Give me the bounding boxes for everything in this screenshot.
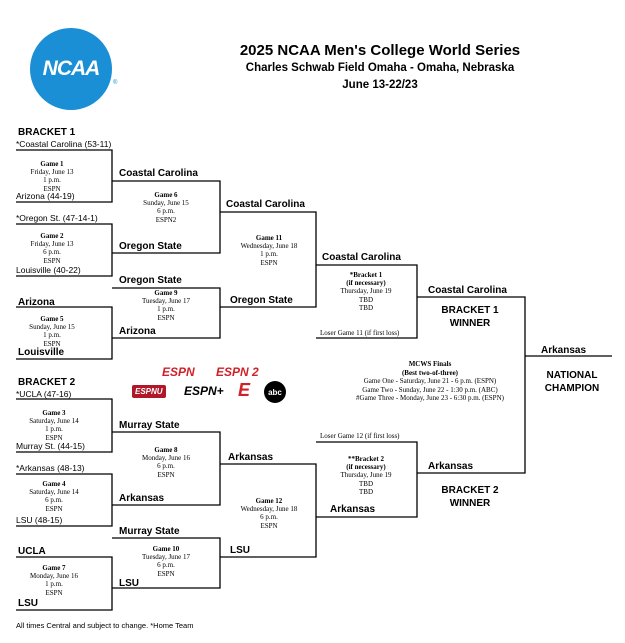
g9-winner: Oregon State xyxy=(230,295,293,306)
g7-team-ucla: UCLA xyxy=(18,546,46,557)
g1-winner: Coastal Carolina xyxy=(119,168,198,179)
g3-loser: Murray State xyxy=(119,526,180,537)
g5-team-louisville: Louisville xyxy=(18,347,65,358)
e-logo: E xyxy=(238,380,251,400)
bracket1-winner-team: Coastal Carolina xyxy=(428,285,507,296)
g3-line xyxy=(16,398,113,453)
g7-line xyxy=(16,556,113,611)
bracket2-winner-team: Arkansas xyxy=(428,461,474,472)
g5-team-arizona: Arizona xyxy=(18,297,55,308)
seed-arkansas: *Arkansas (48-13) xyxy=(16,463,85,473)
espnu-logo: ESPNU xyxy=(132,385,166,398)
g11-line xyxy=(220,211,317,308)
b1final-line xyxy=(316,264,418,339)
g12-line xyxy=(220,463,317,558)
seed-lsu: LSU (48-15) xyxy=(16,515,63,525)
footer-note: All times Central and subject to change.… xyxy=(16,621,194,630)
bracket1-label: BRACKET 1 xyxy=(18,127,76,138)
g10-winner: LSU xyxy=(230,545,250,556)
abc-logo: abc xyxy=(264,381,286,403)
seed-arizona: Arizona (44-19) xyxy=(16,191,75,201)
g8-winner: Arkansas xyxy=(228,452,274,463)
g12-winner: Arkansas xyxy=(330,504,376,515)
g7-winner: LSU xyxy=(119,578,139,589)
g4-line xyxy=(16,473,113,527)
b2final-info: **Bracket 2(if necessary)Thursday, June … xyxy=(340,455,392,496)
g2-loser: Oregon State xyxy=(119,275,182,286)
b2final-line xyxy=(316,441,418,518)
g4-winner: Arkansas xyxy=(119,493,165,504)
seed-coastal: *Coastal Carolina (53-11) xyxy=(16,139,112,149)
g10-line xyxy=(112,537,221,589)
g8-line xyxy=(112,431,221,506)
seed-ucla: *UCLA (47-16) xyxy=(16,389,72,399)
finals-info: MCWS Finals (Best two-of-three) Game One… xyxy=(356,360,504,402)
loser-g11: Loser Game 11 (if first loss) xyxy=(320,329,400,337)
ncaa-logo: NCAA xyxy=(30,28,112,110)
espn-logo: ESPN xyxy=(162,365,195,379)
g3-winner: Murray State xyxy=(119,420,180,431)
g9-line xyxy=(112,287,221,339)
g2-winner: Oregon State xyxy=(119,241,182,252)
espn2-logo: ESPN 2 xyxy=(216,365,259,379)
page-dates: June 13-22/23 xyxy=(342,79,418,91)
bracket2-label: BRACKET 2 xyxy=(18,377,76,388)
page-subtitle: Charles Schwab Field Omaha - Omaha, Nebr… xyxy=(245,62,515,74)
g6-winner: Coastal Carolina xyxy=(226,199,305,210)
loser-g12: Loser Game 12 (if first loss) xyxy=(320,432,400,440)
seed-louisville: Louisville (40-22) xyxy=(16,265,81,275)
registered-mark: ® xyxy=(113,80,118,86)
g2-line xyxy=(16,223,113,277)
g5-line xyxy=(16,306,113,360)
g11-winner: Coastal Carolina xyxy=(322,252,401,263)
espnplus-logo: ESPN+ xyxy=(184,384,224,398)
page-title: 2025 NCAA Men's College World Series xyxy=(239,42,521,59)
g6-line xyxy=(112,180,221,254)
champion-team: Arkansas xyxy=(541,345,587,356)
g7-team-lsu: LSU xyxy=(18,598,38,609)
g1-line xyxy=(16,149,113,203)
seed-murray: Murray St. (44-15) xyxy=(16,441,85,451)
g5-winner: Arizona xyxy=(119,326,156,337)
b1final-info: *Bracket 1(if necessary)Thursday, June 1… xyxy=(340,271,392,312)
championship-line xyxy=(417,296,526,474)
seed-oregon: *Oregon St. (47-14-1) xyxy=(16,213,98,223)
